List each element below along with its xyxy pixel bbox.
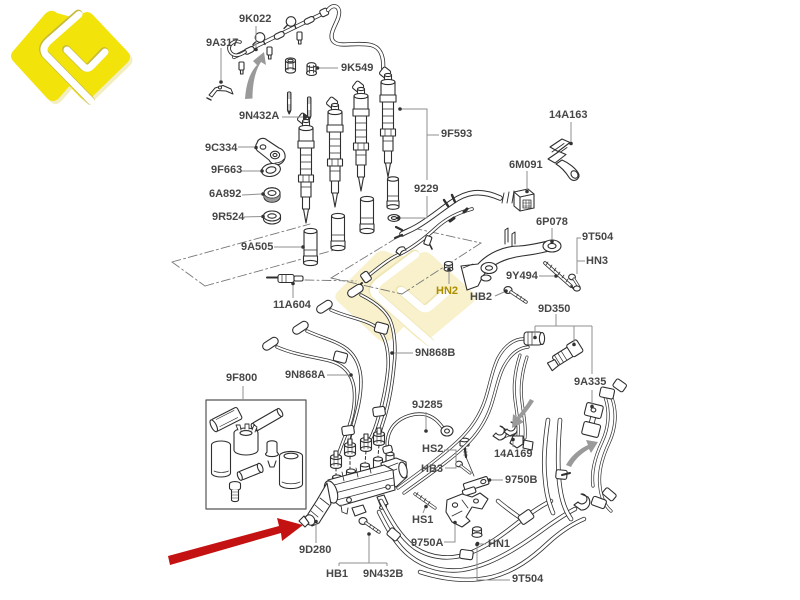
part-pump-9d280	[298, 451, 408, 528]
grey-arrow-pipe-icon	[566, 440, 598, 467]
part-label-HB3: HB3	[421, 463, 444, 475]
part-label-9T504-top: 9T504	[582, 231, 614, 243]
part-label-9K549: 9K549	[341, 62, 374, 74]
part-bracket-9750b	[461, 476, 490, 497]
leader-lines	[219, 26, 594, 581]
part-label-9A505: 9A505	[241, 241, 274, 253]
grey-arrow-clip-icon	[512, 399, 534, 428]
diagram-line-art	[168, 4, 627, 582]
part-label-9F800: 9F800	[226, 372, 258, 384]
part-pipe-9j285	[382, 412, 454, 454]
part-fuel-lines-9d350	[396, 331, 627, 513]
part-bottom-hoses	[376, 417, 587, 582]
part-studs-9n432a	[286, 91, 312, 121]
part-bracket-9a335	[581, 402, 604, 438]
part-label-HS2: HS2	[422, 443, 444, 455]
part-label-9229: 9229	[414, 183, 439, 195]
part-fuel-rail	[227, 4, 387, 77]
part-label-9D350: 9D350	[538, 303, 571, 315]
part-label-6P078: 6P078	[536, 216, 568, 228]
part-label-HN3: HN3	[586, 255, 609, 267]
part-label-11A604: 11A604	[273, 299, 311, 311]
part-label-9750B: 9750B	[505, 474, 538, 486]
part-label-HS1: HS1	[412, 514, 434, 526]
part-label-9N868B: 9N868B	[415, 347, 456, 359]
part-nut-plain	[284, 57, 297, 74]
part-nut-9k549	[305, 62, 318, 77]
part-bolt-hb3	[455, 460, 472, 475]
part-label-HN1: HN1	[488, 538, 511, 550]
part-label-9F593: 9F593	[441, 128, 473, 140]
part-nut-hn1	[471, 526, 483, 538]
part-leakoff-rail	[356, 207, 474, 289]
part-clip-9a317	[206, 85, 234, 101]
part-label-9K022: 9K022	[239, 13, 272, 25]
part-label-9D280: 9D280	[299, 544, 332, 556]
part-label-9T504-bot: 9T504	[512, 573, 544, 585]
part-connector-11a604	[266, 273, 304, 284]
part-label-9750A: 9750A	[411, 537, 444, 549]
part-label-HB1: HB1	[326, 568, 349, 580]
part-label-9R524: 9R524	[212, 211, 245, 223]
part-label-9F663: 9F663	[211, 164, 243, 176]
part-injectors	[297, 66, 397, 224]
part-plate-9c334	[255, 137, 286, 166]
part-label-9N432A: 9N432A	[239, 110, 280, 122]
part-bolt-hb2	[503, 286, 528, 304]
part-label-9N432B: 9N432B	[363, 568, 404, 580]
part-label-9Y494: 9Y494	[506, 270, 538, 282]
part-label-14A169: 14A169	[494, 448, 533, 460]
part-stud-hs1	[413, 492, 437, 510]
part-label-6M091: 6M091	[509, 159, 543, 171]
part-label-9C334: 9C334	[205, 142, 238, 154]
grey-arrow-rail-icon	[245, 52, 266, 99]
part-label-6A892: 6A892	[209, 188, 242, 200]
part-label-9N868A: 9N868A	[285, 369, 326, 381]
part-bolt-9t504-top	[568, 273, 581, 292]
part-supply-pipes	[262, 283, 397, 488]
part-label-9A335: 9A335	[574, 376, 607, 388]
part-harness-6m091	[393, 188, 535, 240]
highlight-arrow-red	[168, 518, 303, 565]
brand-logo	[11, 11, 133, 104]
part-sensor-14a163	[547, 138, 580, 182]
part-ring-9f663	[261, 162, 281, 178]
phantom-outline	[171, 223, 482, 295]
part-label-HN2: HN2	[436, 285, 459, 297]
part-bolt-hb1	[358, 517, 381, 534]
part-label-9J285: 9J285	[412, 399, 443, 411]
part-seal-6a892	[263, 187, 281, 203]
part-bracket-9750a	[445, 492, 489, 528]
part-label-14A163: 14A163	[549, 109, 588, 121]
part-label-9A317: 9A317	[206, 37, 239, 49]
part-kit-9f800	[205, 399, 307, 510]
part-label-HB2: HB2	[470, 291, 493, 303]
part-washer-9r524	[262, 210, 282, 225]
